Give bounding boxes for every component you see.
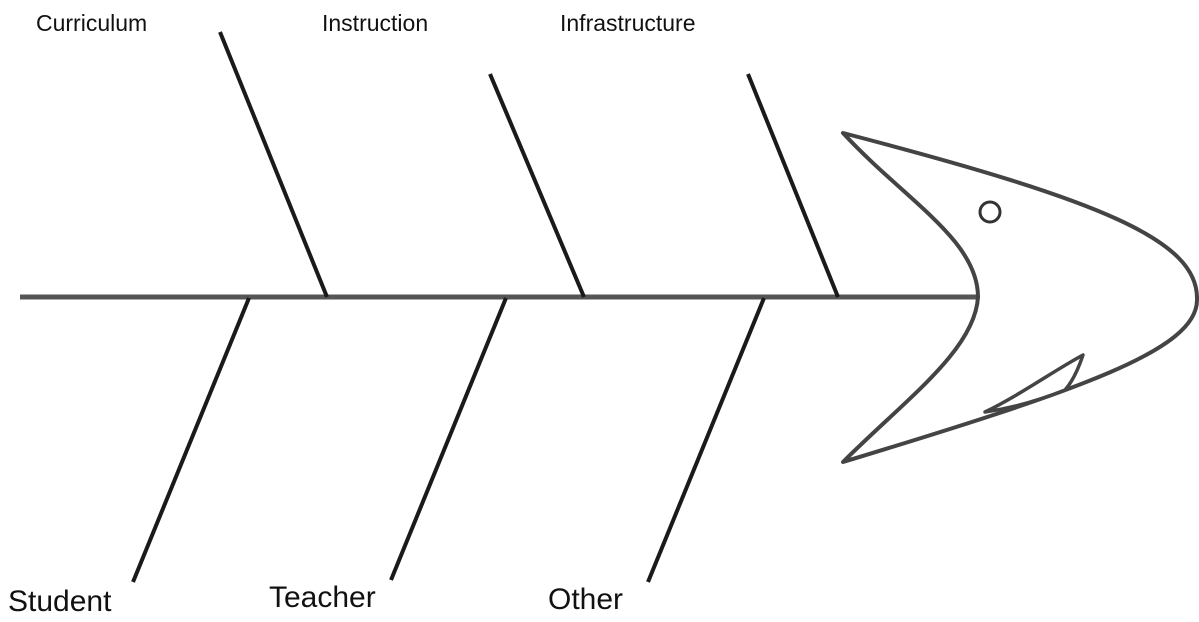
bone-infrastructure <box>746 73 840 298</box>
category-label-student: Student <box>8 585 112 618</box>
bone-instruction <box>488 73 586 298</box>
category-label-infrastructure: Infrastructure <box>560 10 696 36</box>
bone-curriculum <box>218 31 329 298</box>
category-label-teacher: Teacher <box>269 581 376 614</box>
category-label-instruction: Instruction <box>322 10 429 36</box>
bone-teacher <box>389 297 508 581</box>
category-label-other: Other <box>548 583 624 616</box>
fish-eye-icon <box>978 200 1002 224</box>
fish-head-icon <box>841 131 1199 464</box>
bone-student <box>131 297 251 583</box>
bone-other <box>646 297 766 583</box>
fish-fin-icon <box>983 353 1085 414</box>
category-label-curriculum: Curriculum <box>36 10 148 36</box>
